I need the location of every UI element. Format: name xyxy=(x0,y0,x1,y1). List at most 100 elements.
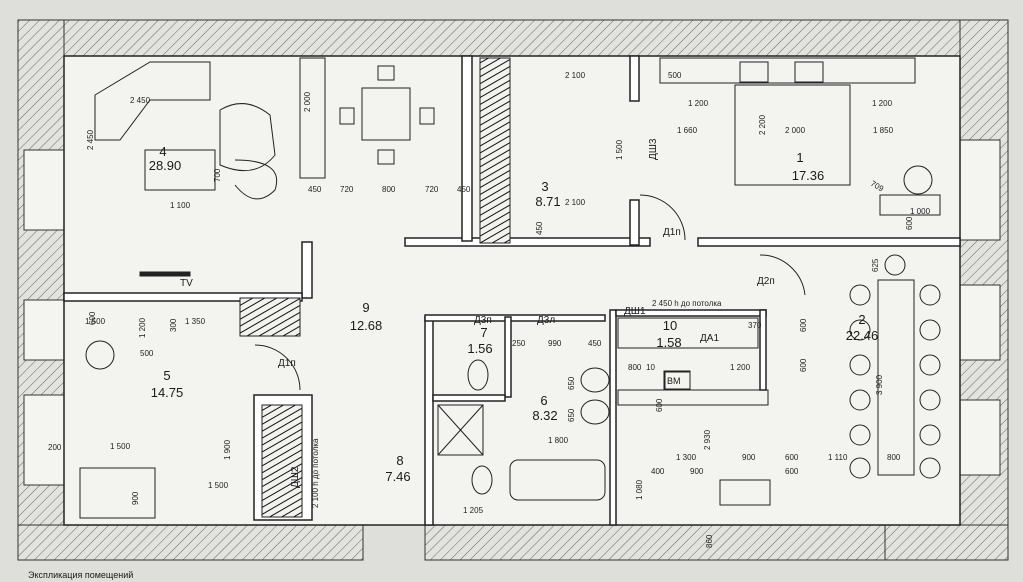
dim: 900 xyxy=(742,453,756,462)
dim: 1 800 xyxy=(548,436,569,445)
dim: 990 xyxy=(548,339,562,348)
ceiling-note-a: 2 450 h до потолка xyxy=(652,299,722,308)
room-labels: 1 17.36 2 22.46 3 8.71 4 28.90 5 14.75 6… xyxy=(149,144,879,484)
dim: 1 205 xyxy=(463,506,484,515)
dim: 1 350 xyxy=(185,317,206,326)
furniture-room4 xyxy=(94,57,435,277)
dim: 600 xyxy=(799,358,808,372)
dim: 2 000 xyxy=(785,126,806,135)
door-dsh3: ДШ3 xyxy=(648,138,659,160)
dim: 1 200 xyxy=(688,99,709,108)
door-da1: ДА1 xyxy=(700,333,719,344)
room-9-area: 12.68 xyxy=(350,318,383,333)
dim: 800 xyxy=(628,363,642,372)
dim: 450 xyxy=(588,339,602,348)
dim: 1 500 xyxy=(110,442,131,451)
room-7-area: 1.56 xyxy=(467,341,492,356)
dim: 1 200 xyxy=(138,317,147,338)
room-5-number: 5 xyxy=(163,368,170,383)
dim: 600 xyxy=(785,467,799,476)
room-4-area: 28.90 xyxy=(149,158,182,173)
room-2-area: 22.46 xyxy=(846,328,879,343)
interior-floor xyxy=(63,55,961,526)
dim: 650 xyxy=(567,376,576,390)
door-d3l: Д3л xyxy=(537,315,555,326)
dim: 1 900 xyxy=(223,439,232,460)
wardrobe-room8 xyxy=(261,404,303,518)
door-dsh1: ДШ1 xyxy=(624,306,646,317)
dim: 1 200 xyxy=(872,99,893,108)
tv-label: TV xyxy=(180,278,193,289)
dim: 1 000 xyxy=(910,207,931,216)
dim: 600 xyxy=(88,311,97,325)
dim: 2 200 xyxy=(758,114,767,135)
room-8-area: 7.46 xyxy=(385,469,410,484)
dim: 250 xyxy=(512,339,526,348)
furniture-room5 xyxy=(79,340,156,519)
dim: 300 xyxy=(169,318,178,332)
dim: 1 300 xyxy=(676,453,697,462)
dim: 2 450 xyxy=(86,129,95,150)
dim: 2 930 xyxy=(703,429,712,450)
dimensions: 2 100 2 100 500 1 200 1 200 1 660 2 000 … xyxy=(48,71,931,548)
wardrobe-room3 xyxy=(479,57,511,244)
door-d3p: Д3п xyxy=(474,315,492,326)
room-3-area: 8.71 xyxy=(535,194,560,209)
dim: 1 200 xyxy=(730,363,751,372)
dim: 600 xyxy=(655,398,664,412)
dim: 450 xyxy=(535,221,544,235)
tv xyxy=(139,271,191,277)
ceiling-note-b: 2 100 h до потолка xyxy=(311,438,320,508)
dim: 800 xyxy=(382,185,396,194)
room-7-number: 7 xyxy=(480,325,487,340)
dim: 500 xyxy=(140,349,154,358)
room-3-number: 3 xyxy=(541,179,548,194)
dim: 500 xyxy=(668,71,682,80)
door-swings xyxy=(254,194,806,391)
dim: 450 xyxy=(457,185,471,194)
dim: 900 xyxy=(690,467,704,476)
room-6-number: 6 xyxy=(540,393,547,408)
dim: 2 450 xyxy=(130,96,151,105)
door-d1p-b: Д1п xyxy=(278,358,296,369)
dim: 10 xyxy=(646,363,655,372)
dim: 1 500 xyxy=(615,139,624,160)
room-2-number: 2 xyxy=(858,312,865,327)
dim: 800 xyxy=(887,453,901,462)
room-8-number: 8 xyxy=(396,453,403,468)
dim: 600 xyxy=(799,318,808,332)
dim: 1 100 xyxy=(170,201,191,210)
furniture-room1 xyxy=(659,57,941,216)
wardrobe-room5 xyxy=(239,297,301,337)
dim: 650 xyxy=(567,408,576,422)
dim: 900 xyxy=(131,491,140,505)
furniture-bath xyxy=(437,359,691,501)
dim: 860 xyxy=(705,534,714,548)
door-d1p-a: Д1п xyxy=(663,227,681,238)
room-5-area: 14.75 xyxy=(151,385,184,400)
dim: 600 xyxy=(905,216,914,230)
room-9-number: 9 xyxy=(362,300,369,315)
dim: 200 xyxy=(48,443,62,452)
room-10-number: 10 xyxy=(663,318,677,333)
wardrobes xyxy=(239,57,511,518)
dim: 2 100 xyxy=(565,198,586,207)
room-10-area: 1.58 xyxy=(656,335,681,350)
dim: 1 850 xyxy=(873,126,894,135)
dim: 720 xyxy=(425,185,439,194)
dim: 400 xyxy=(651,467,665,476)
dim: 370 xyxy=(748,321,762,330)
dim: 1 500 xyxy=(85,317,106,326)
dim: 720 xyxy=(340,185,354,194)
windows xyxy=(23,139,1001,486)
dim: 3 900 xyxy=(875,374,884,395)
dim: 600 xyxy=(785,453,799,462)
door-labels: Д1п Д1п Д2п Д3п Д3л ДШ1 ДА1 ДШ3 ДШ2 xyxy=(278,138,775,488)
misc-labels: TV ВМ 2 450 h до потолка 2 100 h до пото… xyxy=(28,278,722,580)
dim: 1 110 xyxy=(828,453,848,462)
room-1-number: 1 xyxy=(796,150,803,165)
dim: 2 100 xyxy=(565,71,586,80)
dim: 625 xyxy=(871,258,880,272)
dim: 1 500 xyxy=(208,481,229,490)
